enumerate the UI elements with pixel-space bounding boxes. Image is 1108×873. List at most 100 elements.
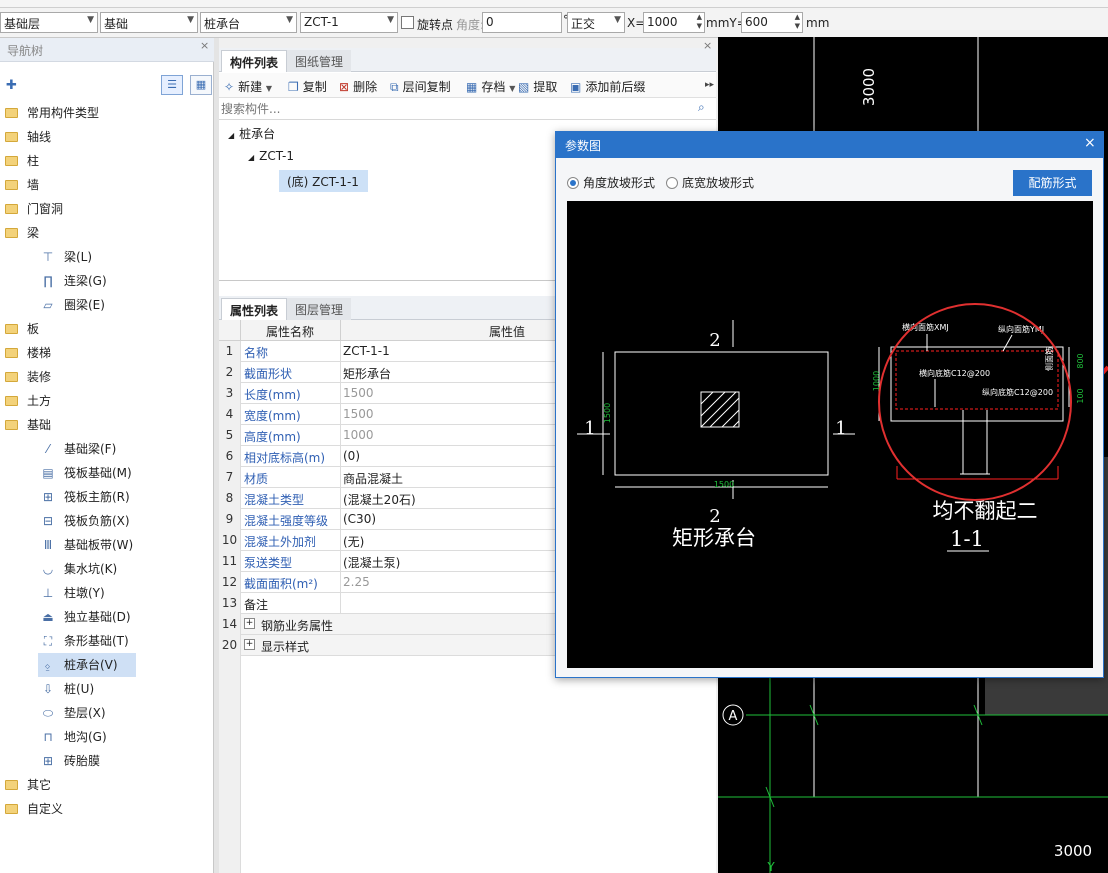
nav-item-pile-cap[interactable]: ⍚桩承台(V) [38, 653, 136, 677]
nav-item-slab[interactable]: 板 [5, 317, 39, 341]
floor-copy-button[interactable]: ⧉层间复制 [390, 78, 451, 95]
nav-item-ring-beam[interactable]: ▱圈梁(E) [40, 293, 105, 317]
search-input[interactable] [221, 101, 691, 117]
spinner-icon[interactable]: ▲▼ [696, 13, 702, 30]
delete-button[interactable]: ⊠删除 [339, 78, 377, 95]
foundation-beam-icon: ⁄ [46, 442, 49, 456]
nav-item-strip-footing[interactable]: ⛶条形基础(T) [40, 629, 129, 653]
nav-item-pier[interactable]: ⊥柱墩(Y) [40, 581, 105, 605]
nav-item-brick-mold[interactable]: ⊞砖胎膜 [40, 749, 100, 773]
close-icon[interactable]: × [200, 39, 210, 52]
x-offset-input[interactable]: 1000 ▲▼ [643, 12, 705, 33]
property-value[interactable]: (0) [343, 449, 360, 463]
spinner-icon[interactable]: ▲▼ [794, 13, 800, 30]
nav-item-raft[interactable]: ▤筏板基础(M) [40, 461, 131, 485]
property-value[interactable]: 2.25 [343, 575, 370, 589]
list-view-icon[interactable]: ☰ [161, 75, 183, 95]
nav-item-decoration[interactable]: 装修 [5, 365, 51, 389]
extract-button[interactable]: ▧提取 [518, 78, 557, 95]
nav-item-column[interactable]: 柱 [5, 149, 39, 173]
y-offset-input[interactable]: 600 ▲▼ [741, 12, 803, 33]
property-value[interactable]: 1000 [343, 428, 374, 442]
property-value[interactable]: 1500 [343, 407, 374, 421]
nav-item-beam[interactable]: 梁 [5, 221, 39, 245]
nav-item-raft-neg-rebar[interactable]: ⊟筏板负筋(X) [40, 509, 130, 533]
add-prefix-button[interactable]: ▣添加前后缀 [570, 78, 645, 95]
close-icon[interactable]: × [703, 39, 713, 52]
nav-item-other[interactable]: 其它 [5, 773, 51, 797]
property-value[interactable]: 1500 [343, 386, 374, 400]
rebar-form-button[interactable]: 配筋形式 [1013, 170, 1092, 196]
copy-button[interactable]: ❐复制 [288, 78, 327, 95]
property-value[interactable]: ZCT-1-1 [343, 344, 390, 358]
search-icon[interactable]: ⌕ [698, 100, 705, 114]
expand-icon[interactable]: + [244, 639, 255, 650]
property-group-row[interactable]: 14+钢筋业务属性 [219, 614, 556, 635]
splitter[interactable] [214, 38, 219, 873]
category-select[interactable]: 基础▼ [100, 12, 198, 33]
component-type-select[interactable]: 桩承台▼ [200, 12, 297, 33]
nav-item-stairs[interactable]: 楼梯 [5, 341, 51, 365]
close-icon[interactable]: × [1084, 135, 1096, 151]
radio-width-slope[interactable]: 底宽放坡形式 [666, 174, 754, 191]
property-value[interactable]: (无) [343, 535, 365, 549]
property-value[interactable]: (混凝土泵) [343, 556, 401, 570]
radio-icon [666, 176, 678, 189]
property-value[interactable]: (C30) [343, 512, 377, 526]
nav-item-earthwork[interactable]: 土方 [5, 389, 51, 413]
property-value[interactable]: (混凝土20石) [343, 493, 416, 507]
angle-input[interactable]: 0 [482, 12, 562, 33]
ortho-select[interactable]: 正交▼ [567, 12, 625, 33]
save-button[interactable]: ▦存档 ▼ [466, 78, 515, 95]
nav-item-common-types[interactable]: 常用构件类型 [5, 101, 99, 125]
rotate-point-checkbox[interactable] [401, 16, 414, 29]
tab-component-list[interactable]: 构件列表 [221, 50, 288, 72]
component-select[interactable]: ZCT-1▼ [300, 12, 398, 33]
tab-property-list[interactable]: 属性列表 [221, 298, 288, 320]
nav-item-axis[interactable]: 轴线 [5, 125, 51, 149]
grid-view-icon[interactable]: ▦ [190, 75, 212, 95]
nav-item-cushion[interactable]: ⬭垫层(X) [40, 701, 106, 725]
tree-node-zct1-1[interactable]: (底) ZCT-1-1 [279, 170, 368, 192]
tab-drawing-management[interactable]: 图纸管理 [287, 50, 352, 72]
floor-select[interactable]: 基础层▼ [0, 12, 98, 33]
nav-item-raft-main-rebar[interactable]: ⊞筏板主筋(R) [40, 485, 130, 509]
nav-item-beam-l[interactable]: ⊤梁(L) [40, 245, 92, 269]
property-group-row[interactable]: 20+显示样式 [219, 635, 556, 656]
nav-item-link-beam[interactable]: ∏连梁(G) [40, 269, 106, 293]
radio-angle-slope[interactable]: 角度放坡形式 [567, 174, 655, 191]
tab-layer-management[interactable]: 图层管理 [287, 298, 352, 320]
property-value[interactable]: 矩形承台 [343, 367, 392, 381]
nav-item-custom[interactable]: 自定义 [5, 797, 63, 821]
nav-item-isolated-footing[interactable]: ⏏独立基础(D) [40, 605, 130, 629]
nav-item-pile[interactable]: ⇩桩(U) [40, 677, 94, 701]
tree-node-root[interactable]: ◢桩承台 [228, 125, 275, 142]
property-value[interactable]: 商品混凝土 [343, 472, 404, 486]
nav-item-trench[interactable]: ⊓地沟(G) [40, 725, 106, 749]
nav-item-foundation-beam[interactable]: ⁄基础梁(F) [40, 437, 116, 461]
nav-item-sump[interactable]: ◡集水坑(K) [40, 557, 117, 581]
component-search[interactable]: ⌕ [219, 99, 716, 120]
nav-item-wall[interactable]: 墙 [5, 173, 39, 197]
add-icon[interactable]: ✚ [6, 78, 17, 93]
nav-item-foundation[interactable]: 基础 [5, 413, 51, 437]
nav-item-openings[interactable]: 门窗洞 [5, 197, 63, 221]
new-button[interactable]: ✧新建 ▼ [224, 78, 272, 95]
tree-node-zct1[interactable]: ◢ZCT-1 [248, 149, 294, 163]
more-icon[interactable]: ▸▸ [705, 80, 715, 90]
expand-icon[interactable]: + [244, 618, 255, 629]
